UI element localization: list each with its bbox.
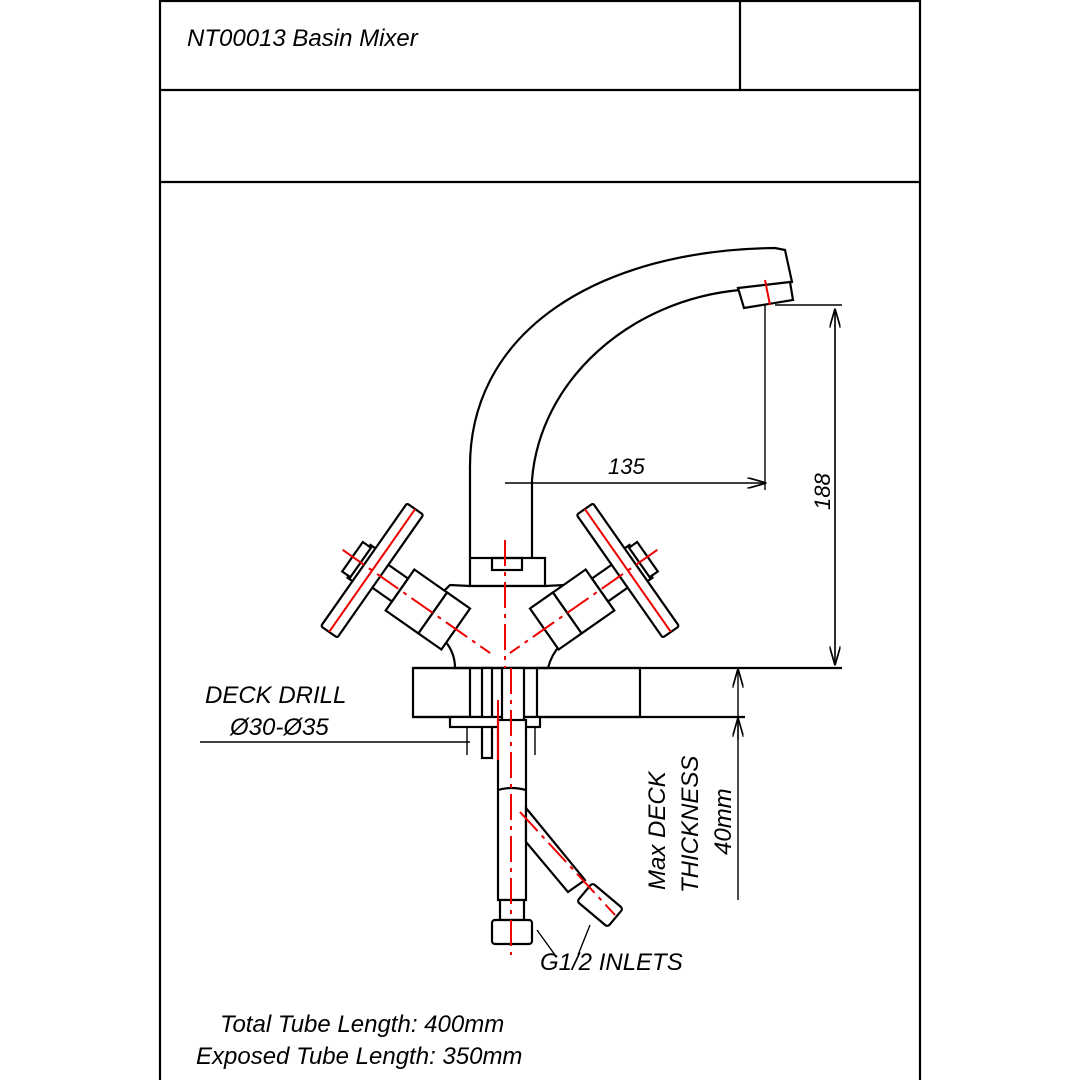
- deck-thickness-value: 40mm: [710, 788, 737, 855]
- exposed-tube-length: Exposed Tube Length: 350mm: [196, 1043, 522, 1070]
- drawing-frame: [158, 0, 922, 1080]
- deck-thickness-line2: THICKNESS: [677, 756, 704, 893]
- inlets-label: G1/2 INLETS: [540, 949, 683, 976]
- left-handle: [320, 503, 491, 654]
- deck-section: [411, 666, 842, 719]
- right-handle: [509, 503, 680, 654]
- total-tube-length: Total Tube Length: 400mm: [220, 1011, 504, 1038]
- deck-drill-label: DECK DRILL: [205, 682, 346, 709]
- reach-dimension: 135: [608, 454, 645, 479]
- notes: Total Tube Length: 400mm Exposed Tube Le…: [196, 1011, 522, 1070]
- height-dimension: 188: [810, 473, 835, 510]
- spout: [468, 246, 795, 588]
- title-block: NT00013 Basin Mixer: [158, 0, 922, 1080]
- deck-thickness-line1: Max DECK: [644, 770, 671, 890]
- inlet-hoses: [448, 540, 623, 956]
- deck-drill-value: Ø30-Ø35: [229, 714, 329, 741]
- dimensions: 135 188 DECK DRILL Ø30-Ø35 Max DECK THIC…: [200, 304, 842, 976]
- drawing-title: NT00013 Basin Mixer: [187, 25, 419, 52]
- spout-collar: [468, 556, 547, 588]
